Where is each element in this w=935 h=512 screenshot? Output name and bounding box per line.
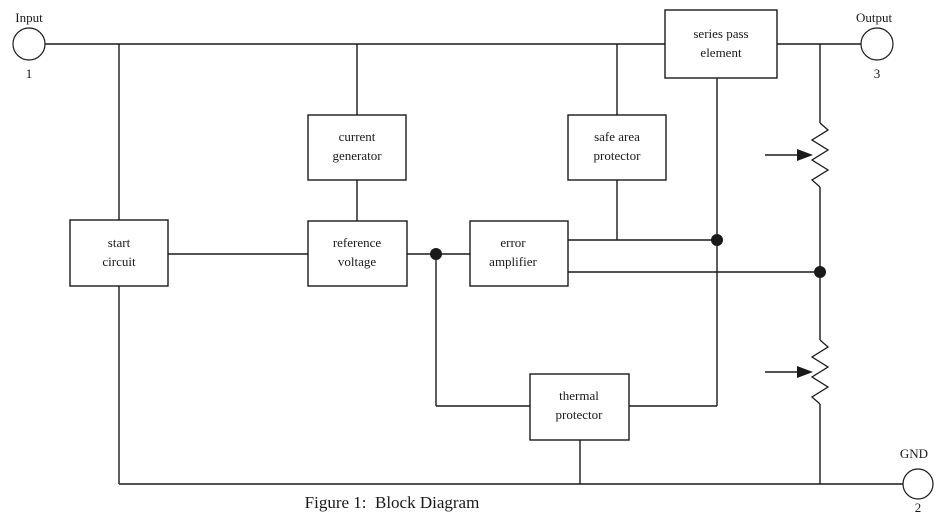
series-pass-label-line1: series pass [693, 26, 748, 41]
figure-caption: Figure 1: Block Diagram [305, 493, 480, 512]
reference-voltage-box [307, 220, 408, 287]
current-generator-label-line1: current [339, 129, 376, 144]
gnd-terminal-circle [902, 468, 934, 500]
start-circuit-label-line2: circuit [102, 254, 136, 269]
current-generator-label-line2: generator [332, 148, 382, 163]
lower-variable-resistor [765, 339, 830, 405]
output-terminal-circle [860, 27, 894, 61]
block-error-amplifier: error amplifier [469, 220, 569, 287]
thermal-protector-label-line2: protector [556, 407, 604, 422]
block-thermal-protector: thermal protector [529, 373, 630, 441]
block-series-pass-element: series pass element [664, 9, 778, 79]
block-reference-voltage: reference voltage [307, 220, 408, 287]
junction-dot-divider [814, 266, 826, 278]
block-safe-area-protector: safe area protector [567, 114, 667, 181]
error-amplifier-label-line2: amplifier [489, 254, 537, 269]
series-pass-box [664, 9, 778, 79]
reference-voltage-label-line2: voltage [338, 254, 376, 269]
gnd-terminal-number: 2 [915, 500, 922, 512]
block-current-generator: current generator [307, 114, 407, 181]
output-terminal: Output 3 [856, 10, 894, 81]
upper-variable-resistor [765, 122, 830, 188]
block-start-circuit: start circuit [69, 219, 169, 287]
upper-resistor-zigzag [810, 122, 830, 188]
gnd-terminal: GND 2 [900, 446, 934, 512]
output-terminal-label: Output [856, 10, 893, 25]
safe-area-label-line2: protector [594, 148, 642, 163]
output-terminal-number: 3 [874, 66, 881, 81]
thermal-protector-box [529, 373, 630, 441]
lower-resistor-zigzag [810, 339, 830, 405]
upper-resistor-arrow-head [797, 149, 813, 161]
input-terminal-label: Input [15, 10, 43, 25]
safe-area-box [567, 114, 667, 181]
reference-voltage-label-line1: reference [333, 235, 382, 250]
error-amplifier-label-line1: error [500, 235, 526, 250]
gnd-terminal-label: GND [900, 446, 928, 461]
start-circuit-box [69, 219, 169, 287]
safe-area-label-line1: safe area [594, 129, 640, 144]
input-terminal-number: 1 [26, 66, 33, 81]
thermal-protector-label-line1: thermal [559, 388, 599, 403]
start-circuit-label-line1: start [108, 235, 131, 250]
input-terminal: Input 1 [12, 10, 46, 81]
current-generator-box [307, 114, 407, 181]
junction-dot-reference [430, 248, 442, 260]
series-pass-label-line2: element [700, 45, 742, 60]
input-terminal-circle [12, 27, 46, 61]
error-amplifier-box [469, 220, 569, 287]
junction-dot-series [711, 234, 723, 246]
lower-resistor-arrow-head [797, 366, 813, 378]
